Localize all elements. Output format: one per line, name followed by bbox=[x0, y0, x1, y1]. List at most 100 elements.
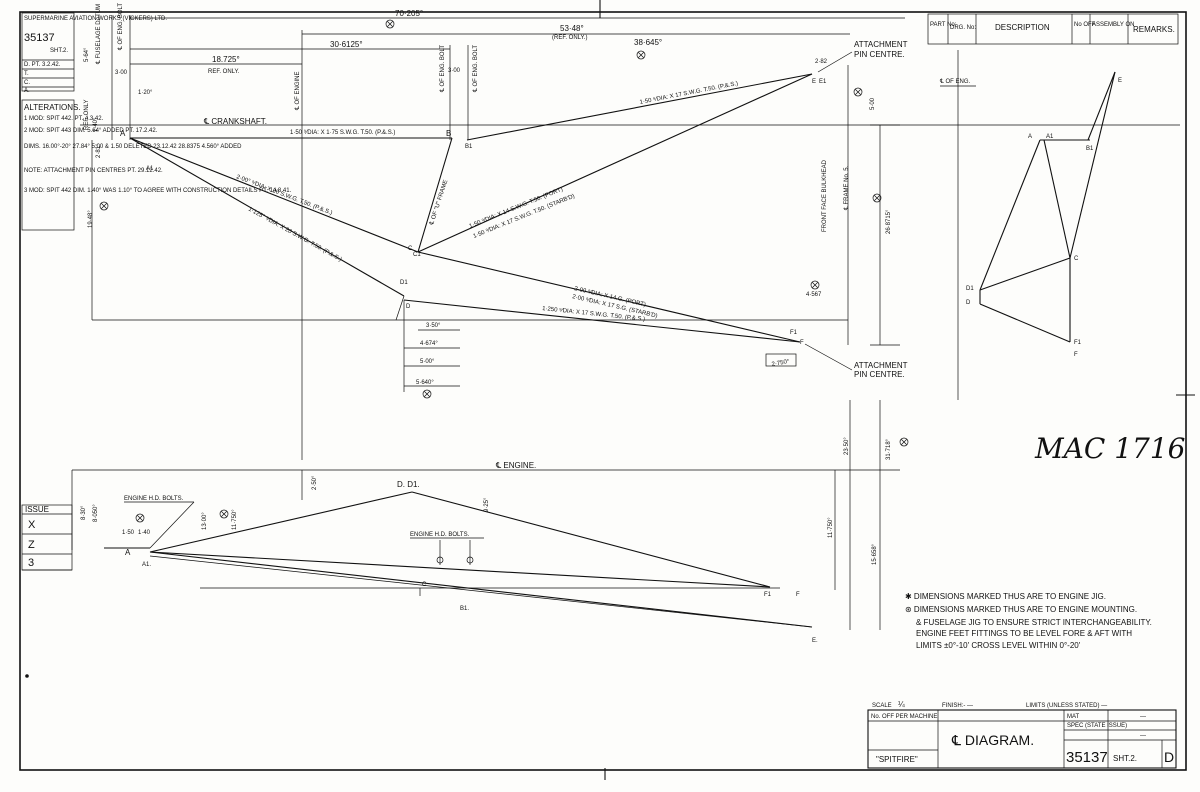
tube-b-e bbox=[466, 73, 813, 141]
dim-3-00-b: 3·00 bbox=[448, 68, 461, 74]
dim-30-61: 30·6125° bbox=[330, 40, 363, 49]
tube-a-c bbox=[129, 137, 419, 253]
plan-dim-23-50: 23·50° bbox=[844, 437, 850, 455]
limits-label: LIMITS (UNLESS STATED) — bbox=[1026, 703, 1107, 709]
attach-label-2: ATTACHMENT bbox=[854, 361, 908, 370]
point-b: B bbox=[446, 129, 451, 138]
eng-bolt-label: ℄ OF ENG. BOLT bbox=[118, 3, 124, 51]
plan-point-a: A bbox=[125, 548, 131, 557]
point-d: D bbox=[406, 304, 411, 310]
issue-row-3: 3 bbox=[28, 557, 34, 569]
end-point-a: A bbox=[1028, 134, 1032, 140]
front-face-label: FRONT FACE BULKHEAD bbox=[822, 159, 828, 232]
end-point-b1: B1 bbox=[1086, 146, 1094, 152]
plan-dim-9-25: 9·25° bbox=[484, 497, 490, 512]
end-point-f1: F1 bbox=[1074, 340, 1082, 346]
point-a: A bbox=[120, 129, 126, 138]
plan-dim-15-658: 15·658° bbox=[872, 543, 878, 565]
dim-2-81: 2·81° bbox=[96, 143, 102, 158]
tube-d-f bbox=[403, 299, 801, 343]
side-view: 70·205° 53·48° (REF. ONLY.) 30·6125° 38·… bbox=[80, 3, 1180, 460]
dim-ref-only-2: REF. ONLY. bbox=[208, 69, 240, 75]
plan-dim-2-50: 2·50° bbox=[312, 475, 318, 490]
dim-3-00-a: 3·00 bbox=[115, 70, 128, 76]
dim-5-64: 5·64° bbox=[84, 47, 90, 62]
dim-53-48: 53·48° bbox=[560, 24, 584, 33]
plan-point-f: F bbox=[796, 592, 800, 598]
end-view-title: ℄ OF ENG. bbox=[939, 79, 971, 85]
dim-2-750: 2·750° bbox=[771, 359, 790, 368]
dim-5-640: 5·640° bbox=[416, 380, 434, 386]
engine-cl-label: ℄ OF ENGINE bbox=[295, 71, 301, 111]
row-c: C. bbox=[24, 80, 30, 86]
mat-label: MAT bbox=[1067, 714, 1080, 720]
end-view: ℄ OF ENG. A A1 B1 C D1 D E F1 F bbox=[939, 50, 1122, 400]
dim-26-87: 26·8715° bbox=[886, 209, 892, 234]
hdr-remarks: REMARKS. bbox=[1133, 25, 1175, 34]
ref-only-vertical: REF. ONLY bbox=[84, 99, 90, 130]
end-point-a1: A1 bbox=[1046, 134, 1054, 140]
point-e1: E1 bbox=[819, 79, 827, 85]
plan-point-d-d1: D. D1. bbox=[397, 480, 420, 489]
note-5: LIMITS ±0°-10' CROSS LEVEL WITHIN 0°-20' bbox=[916, 641, 1081, 650]
finish-label: FINISH:- — bbox=[942, 703, 973, 709]
end-point-f: F bbox=[1074, 352, 1078, 358]
plan-dim-1-50: 1·50 bbox=[122, 530, 135, 536]
tube-a-d bbox=[129, 137, 405, 297]
tube-b-c bbox=[417, 137, 453, 253]
spec-label: SPEC (STATE ISSUE) bbox=[1067, 723, 1127, 729]
end-point-d: D bbox=[966, 300, 971, 306]
row-a: A. bbox=[24, 88, 30, 94]
eng-bolt-label-3: ℄ OF ENG. BOLT bbox=[473, 45, 479, 93]
dim-5-00b: 5·00° bbox=[420, 359, 435, 365]
point-b1: B1 bbox=[465, 144, 473, 150]
issue-row-2: Z bbox=[28, 539, 35, 551]
tube-c-e bbox=[417, 73, 813, 253]
frame-5-label: ℄ FRAME No. 5. bbox=[844, 165, 850, 211]
attach-label-1: ATTACHMENT bbox=[854, 40, 908, 49]
title-drawing-no: 35137 bbox=[1066, 749, 1108, 766]
tube-be-label: 1·50 ⁹⁄DIA: X 17 S.W.G. T.50. (P.&.S.) bbox=[639, 80, 739, 106]
mat-dash: — bbox=[1140, 714, 1146, 720]
point-d1: D1 bbox=[400, 280, 408, 286]
point-e: E bbox=[812, 79, 816, 85]
issue-block: ISSUE X Z 3 bbox=[21, 504, 73, 678]
plan-a-e bbox=[149, 551, 813, 628]
hdr-description: DESCRIPTION bbox=[995, 23, 1050, 32]
plan-d-f bbox=[411, 491, 771, 588]
dim-3-50: 3·50° bbox=[426, 323, 441, 329]
title-sheet: SHT.2. bbox=[1113, 754, 1137, 763]
plan-dim-11-750: 11·750° bbox=[232, 509, 238, 530]
sheet-border bbox=[19, 11, 1187, 771]
handwritten-ref: MAC 1716 bbox=[1034, 432, 1185, 465]
tube-c-f bbox=[417, 251, 801, 343]
no-off-label: No. OFF PER MACHINE bbox=[871, 714, 937, 720]
alteration-4: NOTE: ATTACHMENT PIN CENTRES PT. 29.12.4… bbox=[24, 168, 163, 174]
plan-a-f bbox=[149, 551, 771, 588]
alteration-3: DIMS. 16.00°-20° 27.84° 5.00 & 1.50 DELE… bbox=[24, 144, 242, 150]
note-4: ENGINE FEET FITTINGS TO BE LEVEL FORE & … bbox=[916, 629, 1132, 638]
plan-point-a1: A1. bbox=[142, 562, 151, 568]
dim-4-674: 4·674° bbox=[420, 341, 438, 347]
dim-2-82: 2·82 bbox=[815, 59, 828, 65]
plan-point-e: E. bbox=[812, 638, 818, 644]
note-3: & FUSELAGE JIG TO ENSURE STRICT INTERCHA… bbox=[916, 618, 1152, 627]
company-block: SUPERMARINE AVIATION WORKS (VICKERS) LTD… bbox=[21, 12, 292, 231]
plan-point-c: C bbox=[422, 582, 427, 588]
dim-38-64: 38·645° bbox=[634, 38, 662, 47]
company-name: SUPERMARINE AVIATION WORKS (VICKERS) LTD… bbox=[24, 16, 167, 22]
eng-bolt-label-2: ℄ OF ENG. BOLT bbox=[440, 45, 446, 93]
attach-label-2b: PIN CENTRE. bbox=[854, 370, 905, 379]
engine-hd-bolts-2: ENGINE H.D. BOLTS. bbox=[410, 532, 470, 538]
plan-point-b1: B1. bbox=[460, 606, 469, 612]
hdr-drg-no: DRG. No: bbox=[950, 25, 976, 31]
aircraft-name: "SPITFIRE" bbox=[876, 755, 918, 764]
alterations-title: ALTERATIONS. bbox=[24, 103, 81, 112]
plan-dim-8-30: 8·30° bbox=[81, 505, 87, 520]
tube-ab-label: 1·50 ⁹⁄DIA: X 1·75 S.W.G. T.50. (P.&.S.) bbox=[290, 129, 395, 136]
dim-1-40: 1·40° bbox=[93, 117, 99, 132]
end-point-c: C bbox=[1074, 256, 1079, 262]
note-2: ⊛ DIMENSIONS MARKED THUS ARE TO ENGINE M… bbox=[905, 605, 1137, 614]
